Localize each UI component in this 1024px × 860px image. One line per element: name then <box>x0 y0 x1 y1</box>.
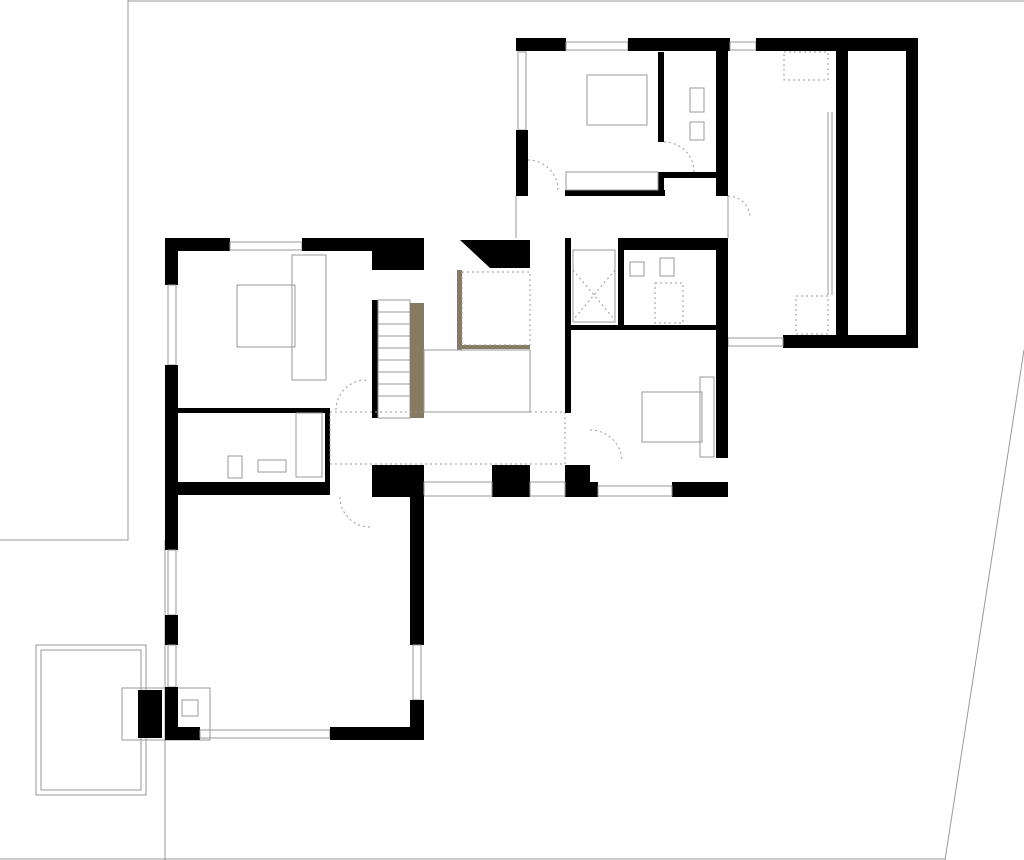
walls-east <box>565 238 728 497</box>
walls-middle <box>165 238 590 497</box>
stairs <box>377 270 530 419</box>
walls-north-wing <box>515 38 918 348</box>
walls-south <box>165 495 424 740</box>
terrace <box>35 644 211 796</box>
